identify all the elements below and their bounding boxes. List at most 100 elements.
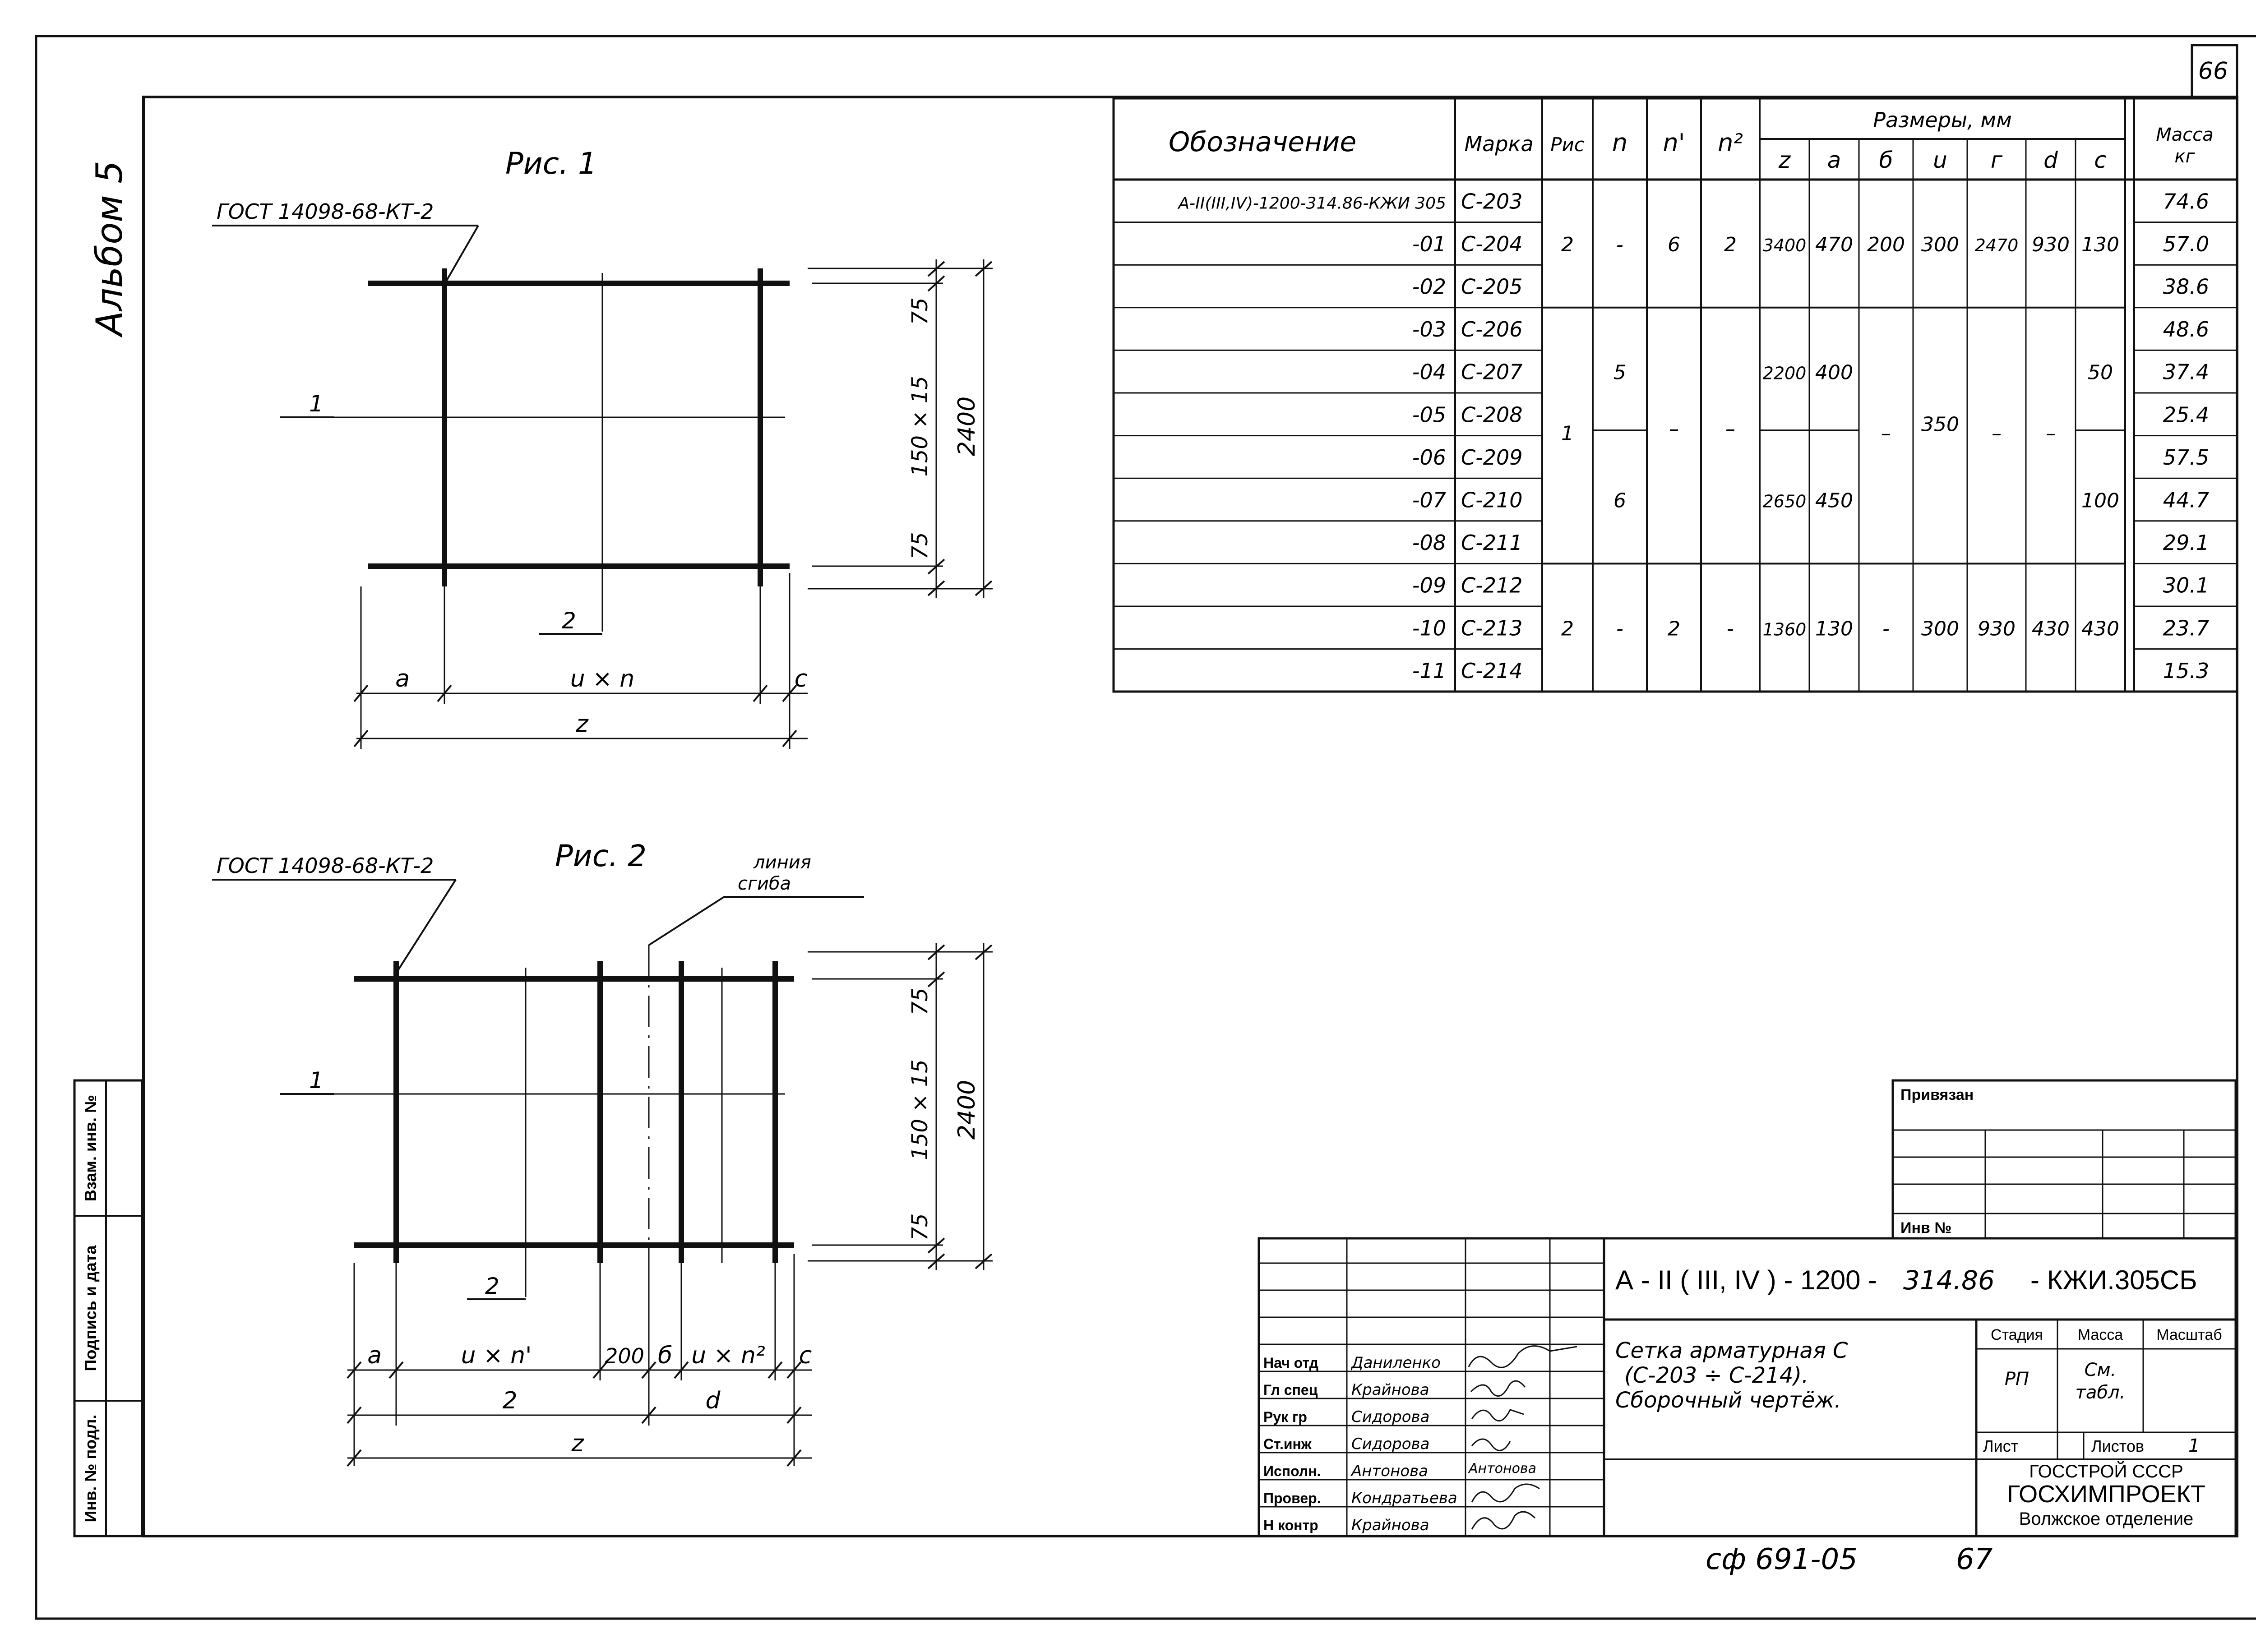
table-row-mark: С-214 bbox=[1461, 659, 1523, 683]
table-row-mass: 29.1 bbox=[2163, 531, 2209, 555]
table-cell-n1: 2 bbox=[1668, 617, 1680, 640]
table-cell-n1: – bbox=[1669, 417, 1679, 440]
inner-frame bbox=[142, 96, 2238, 1537]
table-cell-g: 2470 bbox=[1975, 235, 2019, 255]
table-cell-u: 300 bbox=[1921, 617, 1959, 640]
sheet-number: 66 bbox=[2198, 58, 2228, 85]
fig1-dim-2400: 2400 bbox=[953, 397, 980, 456]
stamp-role: Исполн. bbox=[1263, 1463, 1321, 1479]
table-cell-u: 350 bbox=[1921, 413, 1959, 436]
th-d: d bbox=[2043, 147, 2058, 173]
th-a: a bbox=[1827, 147, 1841, 173]
fig1-gost: ГОСТ 14098-68-КТ-2 bbox=[217, 199, 434, 224]
table-cell-g: – bbox=[1992, 422, 2002, 445]
fig2-dim-z: z bbox=[571, 1430, 584, 1457]
table-cell-b: 200 bbox=[1867, 233, 1905, 256]
sheet-number-box bbox=[2191, 44, 2238, 98]
table-row-mass: 74.6 bbox=[2163, 189, 2209, 213]
stamp-role: Н контр bbox=[1263, 1517, 1318, 1533]
table-row-mass: 23.7 bbox=[2163, 616, 2209, 640]
table-row-mark: С-210 bbox=[1461, 488, 1523, 512]
stamp-sheets-value: 1 bbox=[2188, 1435, 2200, 1456]
fig2-title: Рис. 2 bbox=[555, 839, 647, 873]
fig2-dim-2400: 2400 bbox=[953, 1080, 980, 1140]
album-label: Альбом 5 bbox=[88, 161, 130, 338]
table-cell-d: – bbox=[2046, 422, 2056, 445]
table-row-mass: 38.6 bbox=[2163, 275, 2209, 299]
table-cell-g: 930 bbox=[1978, 617, 2016, 640]
stamp-mass-value-2: табл. bbox=[2076, 1382, 2126, 1403]
table-cell-z: 2200 bbox=[1763, 364, 1807, 383]
fig2-dim-2: 2 bbox=[502, 1387, 517, 1414]
table-row-mark: С-212 bbox=[1461, 573, 1523, 598]
table-cell-n1: 6 bbox=[1668, 233, 1680, 256]
stamp-name: Сидорова bbox=[1351, 1408, 1429, 1426]
table-row-mass: 48.6 bbox=[2163, 317, 2209, 341]
table-cell-d: 430 bbox=[2032, 617, 2070, 640]
stamp-name: Сидорова bbox=[1351, 1435, 1429, 1453]
table-cell-a: 130 bbox=[1815, 617, 1853, 640]
table-cell-c: 50 bbox=[2088, 361, 2113, 384]
table-row-designation: -01 bbox=[1412, 232, 1446, 256]
stamp-bound: Привязан bbox=[1900, 1086, 1974, 1103]
table-cell-z: 1360 bbox=[1763, 619, 1807, 639]
stamp-role: Рук гр bbox=[1263, 1409, 1307, 1425]
fig1-dim-75-top: 75 bbox=[907, 297, 933, 325]
figure-1: Рис. 1 ГОСТ 14098-68-КТ-2 bbox=[212, 146, 993, 749]
stamp-inv-no: Инв № bbox=[1900, 1219, 1951, 1237]
fig1-dim-75-bot: 75 bbox=[907, 532, 933, 559]
table-row-mass: 57.0 bbox=[2163, 232, 2209, 256]
table-cell-n2: 2 bbox=[1724, 233, 1737, 256]
fig2-dim-150: 150 × 15 bbox=[907, 1059, 933, 1160]
spec-table: Обозначение Марка Рис n n' n² Размеры, м… bbox=[1112, 97, 2238, 693]
footer-num: 67 bbox=[1956, 1543, 1993, 1576]
table-cell-b: - bbox=[1882, 617, 1890, 640]
fig2-dim-d: d bbox=[705, 1387, 721, 1414]
table-cell-z: 2650 bbox=[1763, 492, 1807, 512]
table-row-designation: -11 bbox=[1412, 659, 1446, 683]
fig2-dim-75-bot: 75 bbox=[907, 1213, 933, 1241]
stamp-role: Ст.инж bbox=[1263, 1436, 1312, 1452]
stamp-role: Нач отд bbox=[1263, 1355, 1318, 1371]
stamp-sheet-label: Лист bbox=[1983, 1437, 2018, 1455]
th-z: z bbox=[1778, 147, 1791, 173]
stamp-stage-label: Стадия bbox=[1991, 1326, 2043, 1343]
table-row-mark: С-204 bbox=[1461, 232, 1523, 256]
table-row-mass: 15.3 bbox=[2163, 659, 2209, 683]
table-cell-c: 100 bbox=[2081, 489, 2119, 512]
stamp-code-mid: 314.86 bbox=[1903, 1265, 1995, 1296]
th-n: n bbox=[1612, 129, 1627, 157]
table-cell-fig: 1 bbox=[1561, 422, 1574, 445]
stamp-org-1: ГОССТРОЙ СССР bbox=[2029, 1461, 2183, 1481]
table-row-mark: С-203 bbox=[1461, 189, 1523, 213]
stamp-mass-value-1: См. bbox=[2085, 1360, 2117, 1380]
table-cell-b: – bbox=[1881, 422, 1891, 445]
stamp-mass-label: Масса bbox=[2078, 1326, 2123, 1343]
table-row-designation: -10 bbox=[1412, 616, 1446, 640]
table-cell-n: - bbox=[1616, 233, 1623, 256]
table-cell-a: 400 bbox=[1815, 361, 1853, 384]
side-stamp bbox=[73, 1079, 143, 1537]
stamp-scale-label: Масштаб bbox=[2156, 1326, 2222, 1343]
stamp-name: Крайнова bbox=[1351, 1381, 1429, 1399]
table-row-mark: С-211 bbox=[1461, 531, 1523, 555]
table-cell-fig: 2 bbox=[1561, 617, 1574, 640]
fig1-label-2: 2 bbox=[562, 608, 576, 634]
stamp-role: Провер. bbox=[1263, 1490, 1321, 1506]
table-cell-fig: 2 bbox=[1561, 233, 1574, 256]
fig2-label-1: 1 bbox=[309, 1067, 324, 1094]
table-row-mark: С-207 bbox=[1461, 360, 1523, 384]
fig1-dim-c: c bbox=[795, 665, 808, 692]
table-cell-a: 450 bbox=[1815, 489, 1853, 512]
table-row-designation: А-II(III,IV)-1200-314.86-КЖИ 305 bbox=[1178, 194, 1446, 212]
table-cell-u: 300 bbox=[1921, 233, 1959, 256]
table-row-mass: 57.5 bbox=[2163, 445, 2209, 470]
table-cell-n: 5 bbox=[1613, 361, 1626, 384]
table-cell-n: 6 bbox=[1613, 489, 1626, 512]
fig2-dim-un1: u × n' bbox=[461, 1342, 532, 1369]
table-row-mark: С-208 bbox=[1461, 402, 1523, 427]
fig2-dim-c: c bbox=[799, 1342, 812, 1369]
table-row-mark: С-209 bbox=[1461, 445, 1523, 470]
stamp-title-2: (С-203 ÷ С-214). bbox=[1624, 1363, 1808, 1388]
